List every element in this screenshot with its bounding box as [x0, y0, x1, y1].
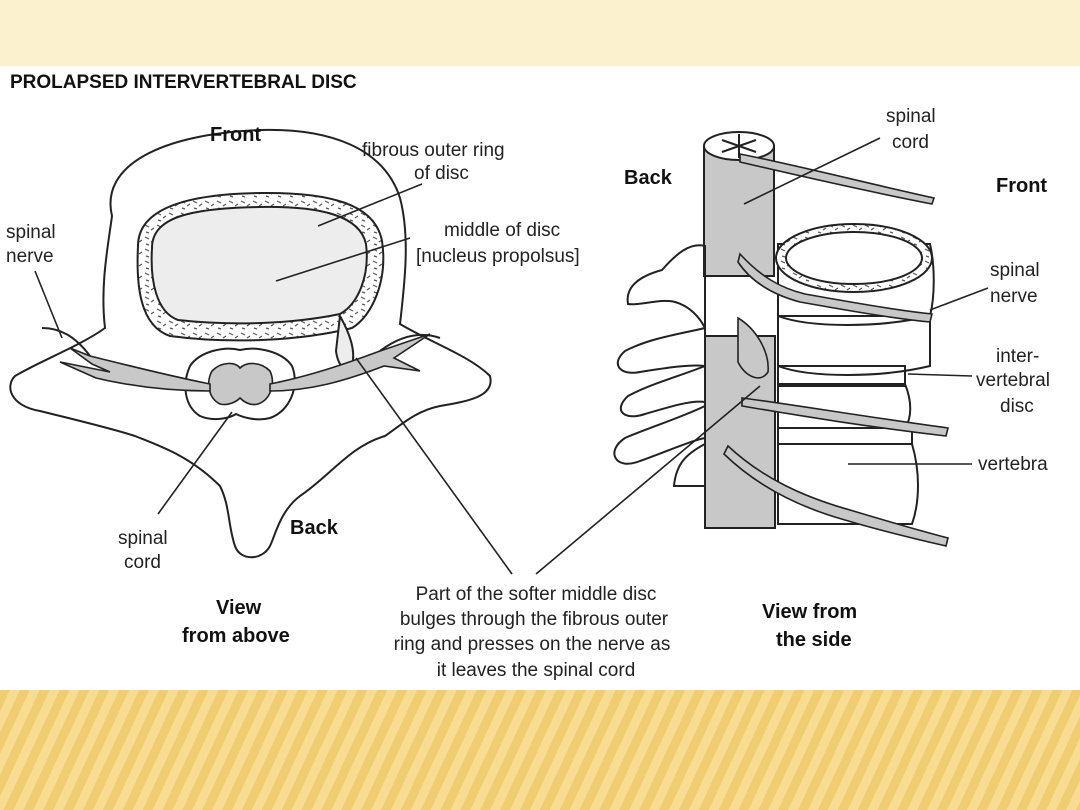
- leader-middle-disc: [275, 237, 411, 282]
- label-fibrous-ring-1: fibrous outer ring: [362, 140, 505, 161]
- leader-spinal-nerve-side: [929, 287, 989, 311]
- center-note-line-3: ring and presses on the nerve as: [394, 634, 671, 655]
- label-disc-side-3: disc: [1000, 396, 1034, 417]
- label-vertebra-side: vertebra: [978, 454, 1048, 475]
- caption-side-view-1: View from: [762, 601, 857, 623]
- label-back-top: Back: [290, 517, 339, 539]
- leader-spinal-cord-side: [743, 137, 881, 205]
- label-spinal-cord-top-1: spinal: [118, 528, 168, 549]
- disc-diagram: PROLAPSED INTERVERTEBRAL DISC: [6, 72, 1050, 681]
- label-spinal-nerve-side-1: spinal: [990, 260, 1040, 281]
- label-spinal-cord-side-2: cord: [892, 132, 929, 153]
- caption-top-view-2: from above: [182, 625, 290, 647]
- center-note-line-4: it leaves the spinal cord: [437, 660, 636, 681]
- label-spinal-cord-top-2: cord: [124, 552, 161, 573]
- label-spinal-nerve-top-1: spinal: [6, 222, 56, 243]
- diagram-panel: PROLAPSED INTERVERTEBRAL DISC: [0, 66, 1080, 690]
- leader-spinal-cord-top: [157, 411, 233, 515]
- nerve-4-side: [723, 444, 949, 547]
- nerve-1-side: [739, 153, 936, 205]
- diagram-title: PROLAPSED INTERVERTEBRAL DISC: [10, 72, 357, 93]
- side-view-spine: [613, 131, 949, 547]
- label-back-side: Back: [624, 167, 673, 189]
- label-disc-side-2: vertebral: [976, 370, 1050, 391]
- center-note-line-2: bulges through the fibrous outer: [400, 609, 669, 630]
- label-middle-disc-1: middle of disc: [444, 220, 560, 241]
- center-note-line-1: Part of the softer middle disc: [416, 584, 657, 605]
- leader-note-side-view: [535, 385, 761, 575]
- spinal-cord-top: [207, 362, 274, 406]
- nerve-left-top: [59, 347, 211, 392]
- leader-disc-side: [907, 373, 973, 377]
- leader-fibrous-ring: [317, 183, 423, 227]
- top-view-vertebra: [9, 128, 492, 559]
- label-fibrous-ring-2: of disc: [414, 163, 469, 184]
- nerve-right-top: [269, 333, 431, 392]
- caption-side-view-2: the side: [776, 629, 852, 651]
- caption-top-view-1: View: [216, 597, 262, 619]
- nerve-2-side: [737, 252, 933, 323]
- nucleus: [150, 205, 368, 325]
- label-spinal-cord-side-1: spinal: [886, 106, 936, 127]
- label-disc-side-1: inter-: [996, 346, 1039, 367]
- top-decorative-band: [0, 0, 1080, 66]
- bottom-decorative-band: [0, 690, 1080, 810]
- nerve-3-side: [741, 397, 949, 437]
- leader-spinal-nerve-top: [34, 270, 63, 339]
- label-middle-disc-2: [nucleus propolsus]: [416, 246, 580, 267]
- label-front-side: Front: [996, 175, 1047, 197]
- label-spinal-nerve-side-2: nerve: [990, 286, 1038, 307]
- label-spinal-nerve-top-2: nerve: [6, 246, 54, 267]
- label-front-top: Front: [210, 124, 261, 146]
- leader-note-top-view: [355, 357, 513, 575]
